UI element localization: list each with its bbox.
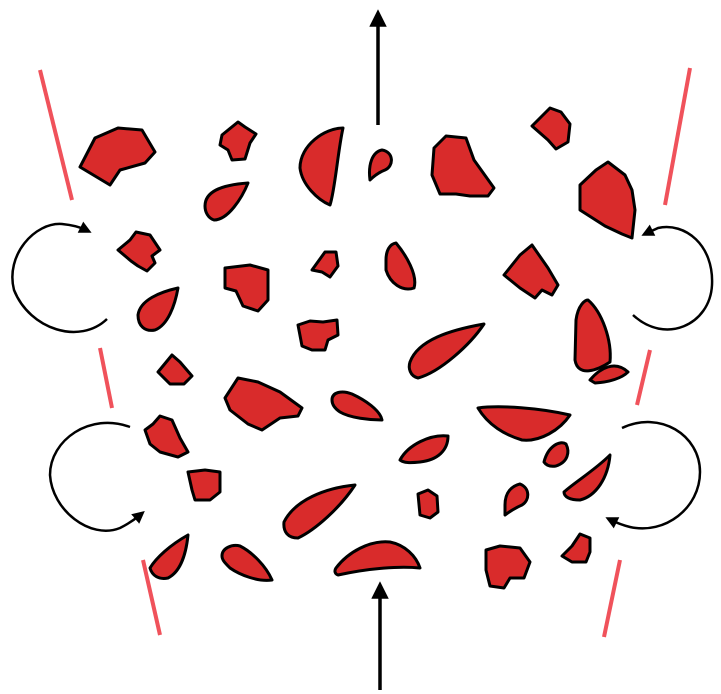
particle [158, 355, 192, 384]
particle [478, 407, 570, 440]
wall-right-lower [637, 350, 650, 405]
particle [580, 162, 635, 238]
particle [284, 485, 355, 538]
particle [138, 288, 178, 330]
particle [225, 378, 302, 430]
particle [312, 252, 338, 277]
particle [386, 243, 415, 289]
particle [532, 108, 570, 149]
wall-left-upper [40, 70, 72, 200]
particle [300, 128, 343, 205]
wall-left-lower [100, 348, 112, 408]
particle [335, 542, 420, 575]
wall-right-upper [665, 68, 690, 205]
particle [205, 183, 248, 220]
particle [145, 416, 188, 457]
particle [332, 392, 382, 420]
particle [220, 122, 256, 160]
particle [298, 320, 338, 350]
particle [222, 545, 272, 580]
wall-right-bottom [604, 560, 620, 637]
eddy-right-upper-icon [633, 227, 712, 329]
particle [575, 300, 610, 371]
particle [80, 128, 155, 185]
particles [80, 108, 635, 588]
particle [432, 136, 494, 196]
particle [150, 535, 188, 578]
eddy-right-lower-icon [611, 422, 700, 528]
particle [564, 455, 610, 500]
flow-arrows [378, 18, 380, 690]
particle [225, 265, 268, 311]
particle [418, 490, 438, 518]
particle [370, 150, 392, 180]
eddy-left-lower-icon [50, 423, 140, 531]
particle [188, 470, 220, 500]
particle [118, 232, 160, 271]
particle [400, 436, 448, 463]
eddy-left-upper-icon [12, 224, 107, 332]
particle [504, 245, 558, 298]
particle [409, 324, 484, 378]
particle [562, 534, 590, 562]
particle [544, 443, 568, 466]
particle [505, 484, 528, 515]
particle [486, 546, 530, 588]
